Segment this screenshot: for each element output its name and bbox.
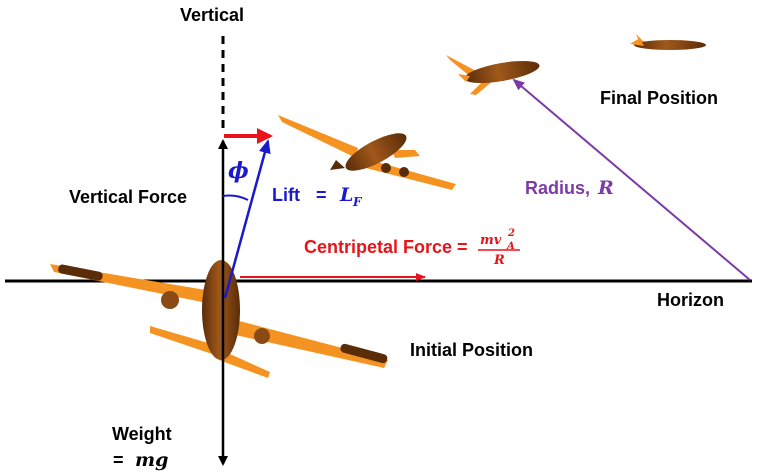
airplane-upper-icon <box>446 55 540 95</box>
svg-text:Radius,: Radius, <box>525 178 590 198</box>
svg-text:R: R <box>493 253 505 268</box>
svg-text:2: 2 <box>507 228 515 239</box>
airplane-middle-icon <box>278 115 456 190</box>
phi-angle-arc <box>222 194 249 201</box>
svg-text:R: R <box>597 177 614 199</box>
svg-text:mg: mg <box>135 449 168 471</box>
airplane-final-icon <box>630 34 706 50</box>
svg-text:A: A <box>506 241 515 252</box>
airplane-initial-icon <box>50 260 388 378</box>
svg-text:Centripetal Force =: Centripetal Force = <box>304 237 468 257</box>
radius-label: Radius, R <box>525 177 614 199</box>
initial-position-label: Initial Position <box>410 340 533 360</box>
radius-arrow <box>512 78 751 281</box>
weight-label: Weight = mg <box>112 424 172 471</box>
vertical-label: Vertical <box>180 5 244 25</box>
svg-text:Lift: Lift <box>272 185 300 205</box>
svg-text:=: = <box>113 450 124 470</box>
svg-text:=: = <box>316 185 327 205</box>
svg-text:L: L <box>339 184 353 206</box>
svg-text:mv: mv <box>480 233 502 248</box>
lift-label: Lift = L F <box>272 184 363 209</box>
svg-text:Weight: Weight <box>112 424 172 444</box>
horizon-label: Horizon <box>657 290 724 310</box>
centripetal-force-label: Centripetal Force = mv 2 A R <box>304 228 520 268</box>
phi-label: ϕ <box>228 158 249 184</box>
svg-text:F: F <box>352 195 363 209</box>
final-position-label: Final Position <box>600 88 718 108</box>
lift-arrow <box>223 139 271 299</box>
vertical-force-label: Vertical Force <box>69 187 187 207</box>
